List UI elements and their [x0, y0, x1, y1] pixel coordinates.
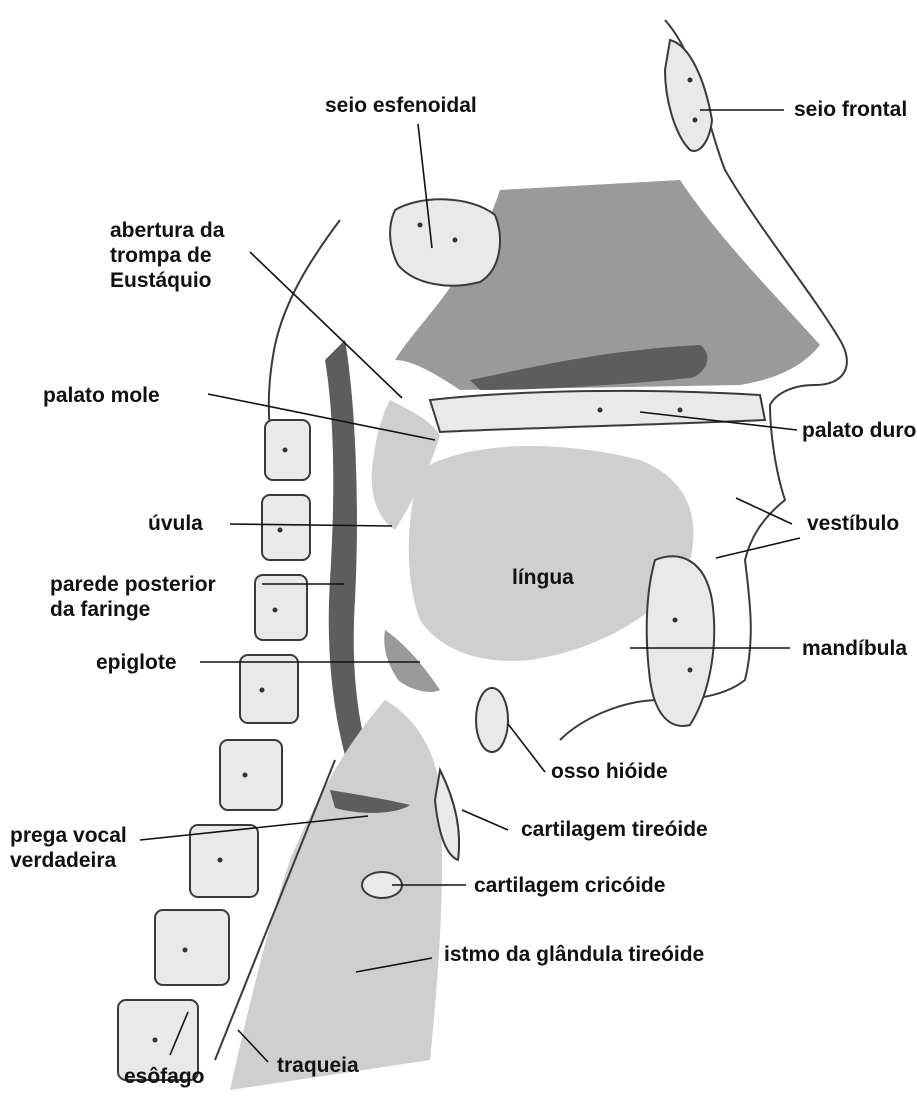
- frontal-sinus: [665, 40, 712, 151]
- label-palato-mole: palato mole: [43, 384, 160, 407]
- label-prega-vocal-line1: prega vocal: [10, 824, 127, 847]
- leader-vestibulo-lower: [716, 538, 800, 558]
- epiglottis: [384, 630, 440, 692]
- anatomy-drawing: [118, 20, 847, 1090]
- label-palato-duro: palato duro: [802, 419, 916, 442]
- label-mandibula: mandíbula: [802, 637, 907, 660]
- label-abertura-trompa-line1: abertura da: [110, 219, 225, 242]
- label-seio-esfenoidal: seio esfenoidal: [325, 94, 477, 117]
- leader-cartilagem-tireoide: [462, 810, 508, 830]
- hard-palate: [430, 391, 765, 432]
- hyoid-bone: [476, 688, 508, 752]
- sphenoid-sinus: [390, 199, 500, 285]
- label-abertura-trompa-line3: Eustáquio: [110, 269, 212, 292]
- label-prega-vocal-line2: verdadeira: [10, 849, 117, 872]
- leader-uvula: [230, 524, 392, 526]
- posterior-skull-outline: [269, 220, 340, 430]
- label-parede-posterior-line2: da faringe: [50, 598, 150, 621]
- label-abertura-trompa-line2: trompa de: [110, 244, 212, 267]
- label-osso-hioide: osso hióide: [551, 760, 668, 783]
- label-istmo-glandula-tireoide: istmo da glândula tireóide: [444, 943, 704, 966]
- label-vestibulo: vestíbulo: [807, 512, 899, 535]
- label-traqueia: traqueia: [277, 1054, 359, 1077]
- label-lingua: língua: [512, 566, 574, 589]
- label-parede-posterior-line1: parede posterior: [50, 573, 216, 596]
- label-cartilagem-cricoide: cartilagem cricóide: [474, 874, 665, 897]
- label-seio-frontal: seio frontal: [794, 98, 907, 121]
- leader-abertura-trompa: [250, 252, 402, 398]
- mandible: [647, 556, 714, 726]
- label-epiglote: epiglote: [96, 651, 177, 674]
- label-cartilagem-tireoide: cartilagem tireóide: [521, 818, 708, 841]
- leader-osso-hioide: [508, 724, 545, 772]
- thyroid-isthmus: [317, 935, 373, 1035]
- label-esofago: esôfago: [124, 1065, 205, 1088]
- label-uvula: úvula: [148, 512, 203, 535]
